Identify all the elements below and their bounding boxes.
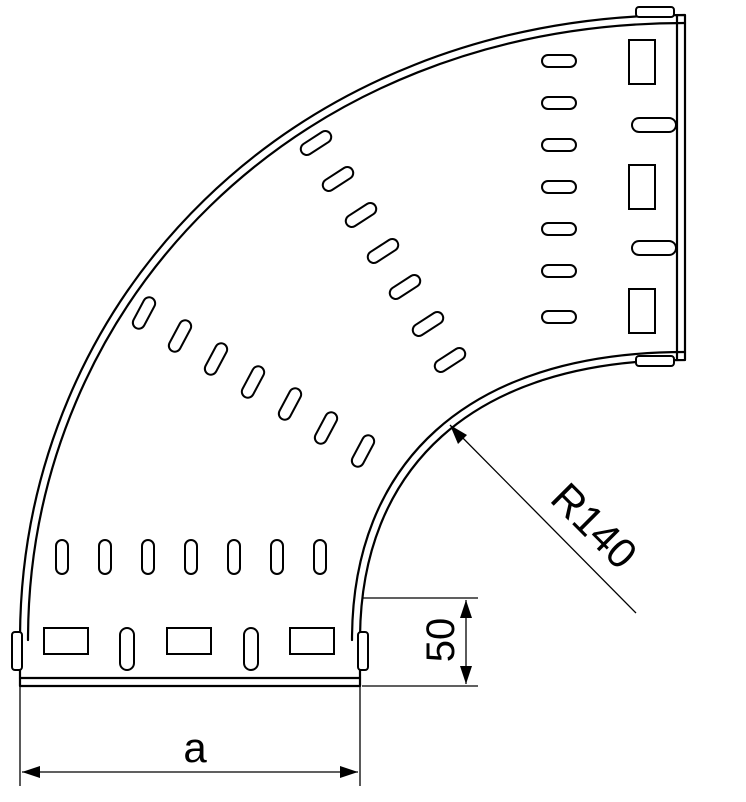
oval-slot <box>203 342 229 376</box>
oval-slot <box>541 264 577 278</box>
rect-slot <box>289 627 335 655</box>
right-section-holes <box>541 39 677 334</box>
oval-slot <box>270 539 284 575</box>
oval-slot <box>313 411 339 445</box>
bolt-middle-right <box>635 355 675 367</box>
connector-bolts <box>11 6 675 671</box>
bolt-bottom-right <box>357 631 369 671</box>
oval-slot <box>321 166 355 192</box>
radius-label: R140 <box>542 474 646 578</box>
rect-slot <box>166 627 212 655</box>
arrowhead-right <box>340 766 358 778</box>
oval-slot <box>167 319 193 353</box>
rect-slot <box>628 288 656 334</box>
bolt-bottom-left <box>11 631 23 671</box>
vertical-slot <box>243 627 259 671</box>
width-dimension: a <box>19 686 361 786</box>
horizontal-slot <box>631 117 677 133</box>
oval-slot <box>366 238 400 264</box>
oval-slot <box>388 274 422 300</box>
rect-slot <box>628 39 656 85</box>
arrowhead-radius <box>450 425 467 444</box>
oval-slot <box>240 365 266 399</box>
oval-slot <box>541 54 577 68</box>
height-dimension: 50 <box>362 597 478 687</box>
bottom-section-holes <box>43 539 335 671</box>
bend-section-holes <box>131 130 467 468</box>
inner-arc-edge <box>350 350 687 642</box>
oval-slot <box>141 539 155 575</box>
oval-slot <box>227 539 241 575</box>
outer-arc-edge <box>18 13 687 688</box>
height-label: 50 <box>419 618 463 663</box>
arrowhead-left <box>22 766 40 778</box>
oval-slot <box>55 539 69 575</box>
oval-slot <box>541 138 577 152</box>
vertical-slot <box>119 627 135 671</box>
oval-slot <box>541 222 577 236</box>
radius-dimension: R140 <box>449 424 646 614</box>
horizontal-slot <box>631 240 677 256</box>
oval-slot <box>350 434 376 468</box>
width-label: a <box>183 724 207 771</box>
rect-slot <box>628 164 656 210</box>
oval-slot <box>299 130 333 156</box>
oval-slot <box>131 296 157 330</box>
rect-slot <box>43 627 89 655</box>
oval-slot <box>541 180 577 194</box>
oval-slot <box>541 96 577 110</box>
arrowhead-bottom <box>460 666 472 684</box>
outer-arc-inner-edge <box>26 21 687 642</box>
oval-slot <box>433 347 467 373</box>
oval-slot <box>98 539 112 575</box>
leader-line <box>449 424 637 614</box>
bolt-top-right <box>635 6 675 18</box>
oval-slot <box>277 387 303 421</box>
tray-bend-body <box>18 13 687 688</box>
oval-slot <box>344 202 378 228</box>
oval-slot <box>184 539 198 575</box>
oval-slot <box>541 310 577 324</box>
arrowhead-top <box>460 600 472 618</box>
oval-slot <box>411 311 445 337</box>
oval-slot <box>313 539 327 575</box>
